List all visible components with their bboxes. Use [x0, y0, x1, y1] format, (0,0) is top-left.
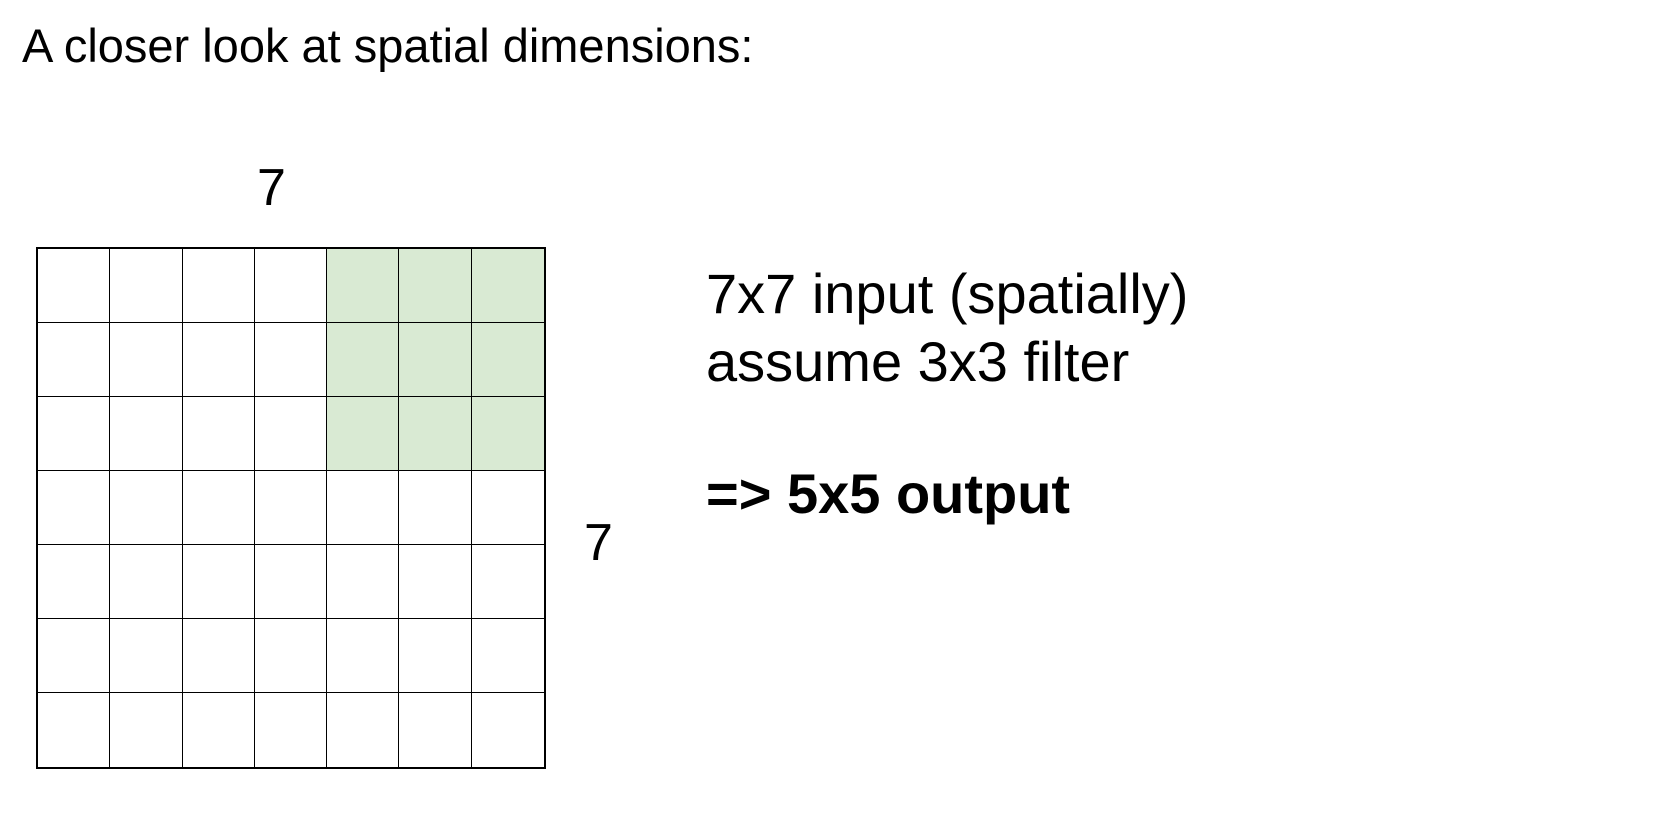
grid-cell — [254, 619, 328, 693]
grid-cell — [471, 619, 544, 693]
slide-title: A closer look at spatial dimensions: — [22, 19, 754, 72]
grid-cell — [399, 693, 472, 767]
grid-cell — [399, 619, 472, 693]
output-size-text: => 5x5 output — [706, 462, 1071, 525]
grid-cell — [38, 249, 111, 323]
grid-width-label: 7 — [257, 159, 286, 217]
grid-cell — [110, 249, 183, 323]
grid-cell — [399, 471, 472, 545]
input-grid — [36, 247, 546, 769]
info-text-block: 7x7 input (spatially) assume 3x3 filter … — [706, 260, 1188, 528]
filter-cell — [327, 249, 400, 323]
grid-height-label: 7 — [584, 514, 613, 572]
grid-cell — [38, 471, 111, 545]
grid-cell — [110, 323, 183, 397]
grid-cell — [38, 693, 111, 767]
grid-cell — [110, 693, 183, 767]
grid-cell — [254, 693, 328, 767]
grid-cell — [471, 471, 544, 545]
grid-cell — [110, 619, 183, 693]
grid-cell — [254, 249, 328, 323]
input-size-text: 7x7 input (spatially) — [706, 262, 1189, 325]
grid-cell — [471, 545, 544, 619]
filter-size-text: assume 3x3 filter — [706, 330, 1130, 393]
grid-cell — [182, 693, 255, 767]
grid-cell — [182, 249, 255, 323]
grid-cell — [110, 397, 183, 471]
grid-cell — [182, 545, 255, 619]
grid-cell — [327, 545, 400, 619]
filter-cell — [471, 323, 544, 397]
grid-cell — [254, 323, 328, 397]
grid-cell — [254, 471, 328, 545]
grid-cell — [38, 323, 111, 397]
grid-cell — [327, 471, 400, 545]
grid-cell — [254, 397, 328, 471]
filter-cell — [327, 397, 400, 471]
filter-cell — [399, 397, 472, 471]
grid-cell — [38, 545, 111, 619]
grid-cell — [38, 619, 111, 693]
grid-cell — [182, 471, 255, 545]
grid-cell — [182, 619, 255, 693]
filter-cell — [471, 249, 544, 323]
grid-cell — [327, 619, 400, 693]
grid-cell — [182, 323, 255, 397]
grid-cell — [110, 471, 183, 545]
grid-cell — [38, 397, 111, 471]
filter-cell — [471, 397, 544, 471]
filter-cell — [327, 323, 400, 397]
filter-cell — [399, 249, 472, 323]
grid-cell — [182, 397, 255, 471]
grid-cell — [399, 545, 472, 619]
grid-cell — [254, 545, 328, 619]
grid-cell — [110, 545, 183, 619]
grid-cell — [471, 693, 544, 767]
filter-cell — [399, 323, 472, 397]
grid-cell — [327, 693, 400, 767]
